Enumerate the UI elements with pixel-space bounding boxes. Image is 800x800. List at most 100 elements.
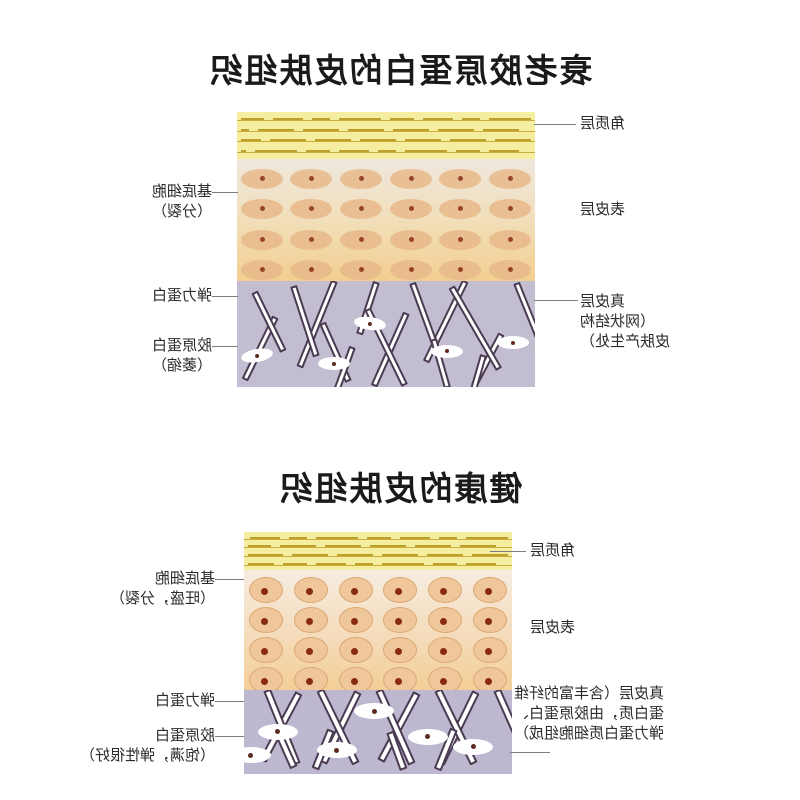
corneum-streak: [292, 554, 328, 556]
aged-label-elastin: 弹力蛋白: [151, 287, 212, 304]
epidermis-cell: [249, 667, 283, 690]
epidermis-cell: [473, 637, 507, 663]
aged-label-basal-cell: 基底细胞 （分裂）: [151, 183, 212, 220]
epidermis-cell: [339, 577, 373, 603]
elastin-cell: [316, 742, 357, 759]
epidermis-cell: [428, 577, 462, 603]
corneum-streak: [241, 139, 261, 141]
corneum-streak: [248, 554, 283, 556]
epidermis-cell: [340, 260, 382, 280]
corneum-streak: [348, 129, 384, 131]
cell-nucleus: [351, 647, 359, 655]
corneum-streak: [303, 129, 339, 131]
elastin-nucleus: [254, 353, 260, 358]
epidermis-cell: [439, 260, 481, 280]
corneum-streak: [378, 150, 396, 152]
corneum-streak: [423, 118, 453, 120]
corneum-streak: [360, 139, 396, 141]
corneum-streak: [367, 537, 391, 539]
elastin-nucleus: [470, 744, 476, 750]
elastin-nucleus: [334, 747, 340, 753]
corneum-streak: [405, 139, 441, 141]
cell-nucleus: [440, 587, 448, 595]
cell-nucleus: [485, 647, 493, 655]
epidermis-cell: [339, 667, 373, 690]
cell-nucleus: [306, 587, 314, 595]
corneum-streak: [325, 545, 361, 547]
corneum-streak: [248, 545, 271, 547]
aged-section-title: 衰老胶原蛋白的皮肤组织: [207, 52, 593, 89]
cell-nucleus: [309, 175, 315, 181]
corneum-streak: [439, 537, 457, 539]
epidermis-cell: [339, 607, 373, 633]
epidermis-cell-row: [244, 667, 512, 690]
collagen-fiber: [448, 285, 502, 372]
corneum-rule: [244, 565, 512, 566]
epidermis-cell: [241, 199, 283, 219]
cell-nucleus: [409, 175, 415, 181]
cell-nucleus: [359, 236, 365, 242]
corneum-streak: [248, 563, 274, 565]
cell-nucleus: [409, 266, 415, 272]
collagen-fiber: [251, 290, 287, 353]
cell-nucleus: [508, 175, 514, 181]
epidermis-cell: [294, 637, 328, 663]
healthy-leader-stratum-corneum: [490, 551, 526, 552]
corneum-streak: [255, 150, 297, 152]
elastin-cell: [497, 336, 530, 350]
cell-nucleus: [306, 647, 314, 655]
elastin-nucleus: [445, 349, 450, 354]
healthy-label-basal-cell: 基底细胞 （旺盛，分裂）: [109, 570, 215, 607]
epidermis-cell: [473, 607, 507, 633]
cell-nucleus: [261, 587, 269, 595]
corneum-rule: [237, 141, 535, 142]
epidermis-cell: [340, 230, 382, 250]
epidermis-cell: [383, 607, 417, 633]
elastin-cell: [407, 728, 448, 745]
corneum-streak: [258, 129, 294, 131]
collagen-fiber: [513, 281, 535, 378]
corneum-streak: [382, 554, 418, 556]
elastin-cell: [239, 346, 274, 365]
cell-nucleus: [508, 236, 514, 242]
corneum-streak: [456, 150, 480, 152]
epidermis-cell: [390, 230, 432, 250]
aged-skin-diagram: [237, 112, 535, 387]
epidermis-cell: [439, 169, 481, 189]
epidermis-cell: [339, 637, 373, 663]
cell-nucleus: [359, 266, 365, 272]
epidermis-cell: [473, 577, 507, 603]
corneum-streak: [337, 554, 373, 556]
corneum-streak: [489, 118, 531, 120]
cell-nucleus: [309, 205, 315, 211]
healthy-leader-dermis: [510, 752, 550, 753]
elastin-nucleus: [371, 708, 377, 714]
corneum-streak: [433, 563, 457, 565]
corneum-streak: [250, 537, 280, 539]
corneum-streak: [393, 129, 429, 131]
epidermis-cell-row: [237, 227, 535, 253]
corneum-streak: [312, 118, 330, 120]
corneum-streak: [415, 545, 451, 547]
corneum-streak: [483, 129, 519, 131]
healthy-section-title: 健康的皮肤组织: [277, 470, 523, 507]
epidermis-cell: [249, 577, 283, 603]
collagen-fiber: [409, 281, 438, 345]
corneum-streak: [462, 118, 480, 120]
epidermis-cell: [383, 637, 417, 663]
aged-dermis-layer: [237, 281, 535, 387]
corneum-streak: [283, 563, 307, 565]
aged-epidermis-layer: [237, 159, 535, 281]
corneum-streak: [450, 139, 486, 141]
corneum-streak: [466, 563, 496, 565]
healthy-label-stratum-corneum: 角质层: [530, 542, 576, 559]
corneum-streak: [339, 150, 369, 152]
epidermis-cell: [428, 607, 462, 633]
epidermis-cell: [473, 667, 507, 690]
collagen-fiber: [493, 690, 512, 769]
aged-label-epidermis: 表皮层: [580, 201, 626, 218]
epidermis-cell: [390, 260, 432, 280]
corneum-rule: [237, 152, 535, 153]
corneum-streak: [400, 537, 430, 539]
